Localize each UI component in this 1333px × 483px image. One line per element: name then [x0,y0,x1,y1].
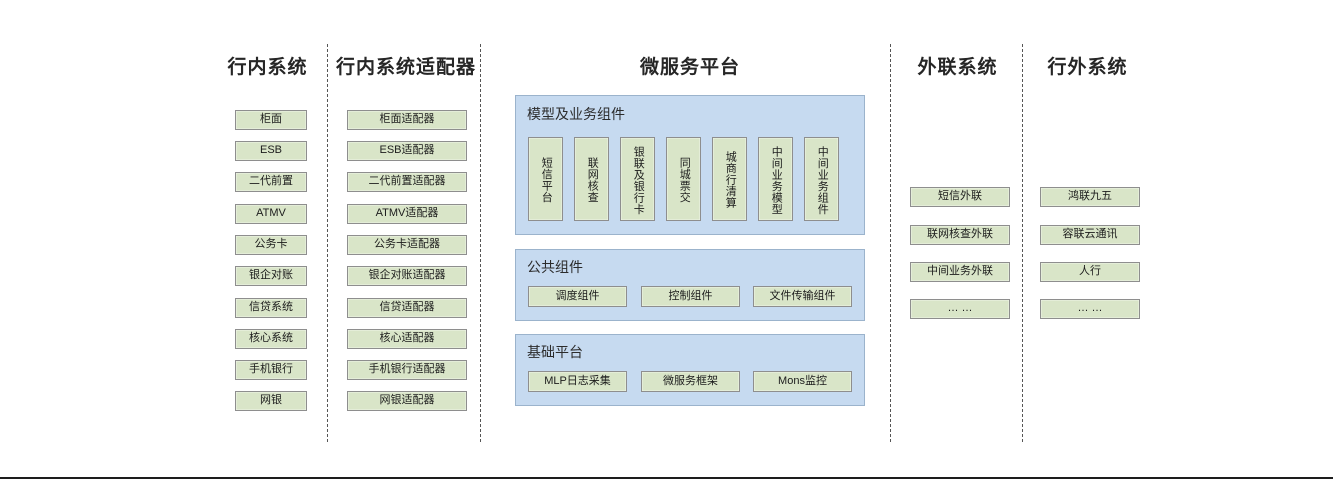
node-base-platform-component[interactable]: MLP日志采集 [528,371,627,392]
node-internal-system[interactable]: 公务卡 [235,235,307,255]
divider-2 [480,44,481,442]
node-base-platform-component[interactable]: 微服务框架 [641,371,740,392]
node-outside-bank-system[interactable]: 人行 [1040,262,1140,282]
column-title-internal-systems: 行内系统 [227,57,308,78]
panel-title-public-components: 公共组件 [527,259,583,275]
node-internal-system[interactable]: 核心系统 [235,329,307,349]
node-internal-system[interactable]: 网银 [235,391,307,411]
column-title-outside-bank-systems: 行外系统 [1047,57,1128,78]
node-internal-adapter[interactable]: 手机银行适配器 [347,360,467,380]
node-internal-adapter[interactable]: 二代前置适配器 [347,172,467,192]
node-outside-bank-system[interactable]: 容联云通讯 [1040,225,1140,245]
bottom-divider [0,477,1333,479]
node-model-component[interactable]: 短信平台 [528,137,563,221]
panel-title-base-platform: 基础平台 [527,344,583,360]
panel-public-components [515,249,865,321]
node-internal-system[interactable]: 手机银行 [235,360,307,380]
node-internal-adapter[interactable]: 银企对账适配器 [347,266,467,286]
node-internal-adapter[interactable]: ESB适配器 [347,141,467,161]
node-public-component[interactable]: 调度组件 [528,286,627,307]
panel-base-platform [515,334,865,406]
panel-title-model-business-components: 模型及业务组件 [527,106,625,122]
node-internal-adapter[interactable]: ATMV适配器 [347,204,467,224]
node-internal-adapter[interactable]: 网银适配器 [347,391,467,411]
node-internal-adapter[interactable]: 公务卡适配器 [347,235,467,255]
divider-1 [327,44,328,442]
node-model-component[interactable]: 城商行清算 [712,137,747,221]
column-title-microservice-platform: 微服务平台 [639,57,740,78]
node-internal-system[interactable]: ESB [235,141,307,161]
node-outside-bank-system[interactable]: … … [1040,299,1140,319]
node-internal-adapter[interactable]: 信贷适配器 [347,298,467,318]
column-title-external-link-systems: 外联系统 [917,57,998,78]
node-external-link-system[interactable]: 短信外联 [910,187,1010,207]
node-internal-system[interactable]: 柜面 [235,110,307,130]
node-public-component[interactable]: 文件传输组件 [753,286,852,307]
node-internal-system[interactable]: 信贷系统 [235,298,307,318]
column-title-internal-adapters: 行内系统适配器 [336,57,477,78]
node-external-link-system[interactable]: 中间业务外联 [910,262,1010,282]
node-outside-bank-system[interactable]: 鸿联九五 [1040,187,1140,207]
divider-4 [1022,44,1023,442]
node-internal-system[interactable]: 银企对账 [235,266,307,286]
node-model-component[interactable]: 中间业务组件 [804,137,839,221]
node-external-link-system[interactable]: … … [910,299,1010,319]
node-model-component[interactable]: 中间业务模型 [758,137,793,221]
node-model-component[interactable]: 联网核查 [574,137,609,221]
node-model-component[interactable]: 银联及银行卡 [620,137,655,221]
node-internal-system[interactable]: ATMV [235,204,307,224]
node-base-platform-component[interactable]: Mons监控 [753,371,852,392]
node-public-component[interactable]: 控制组件 [641,286,740,307]
node-internal-system[interactable]: 二代前置 [235,172,307,192]
divider-3 [890,44,891,442]
node-internal-adapter[interactable]: 核心适配器 [347,329,467,349]
node-external-link-system[interactable]: 联网核查外联 [910,225,1010,245]
node-model-component[interactable]: 同城票交 [666,137,701,221]
node-internal-adapter[interactable]: 柜面适配器 [347,110,467,130]
